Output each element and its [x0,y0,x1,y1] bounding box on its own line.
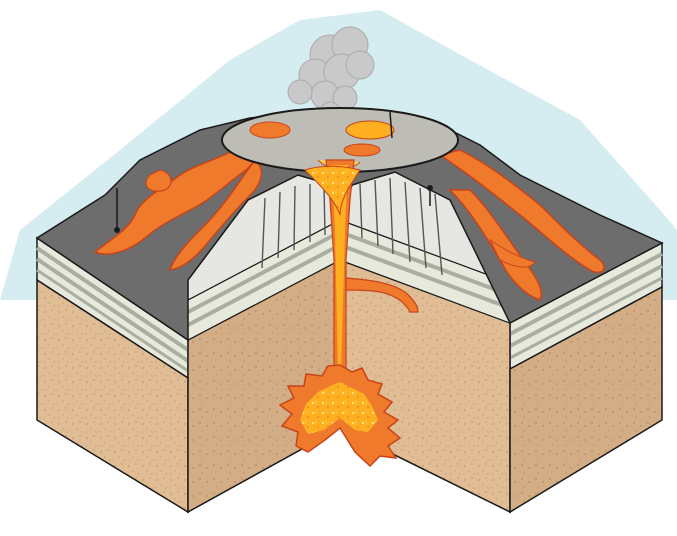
volcano-cross-section-diagram [0,0,677,536]
diagram-canvas [0,0,677,536]
